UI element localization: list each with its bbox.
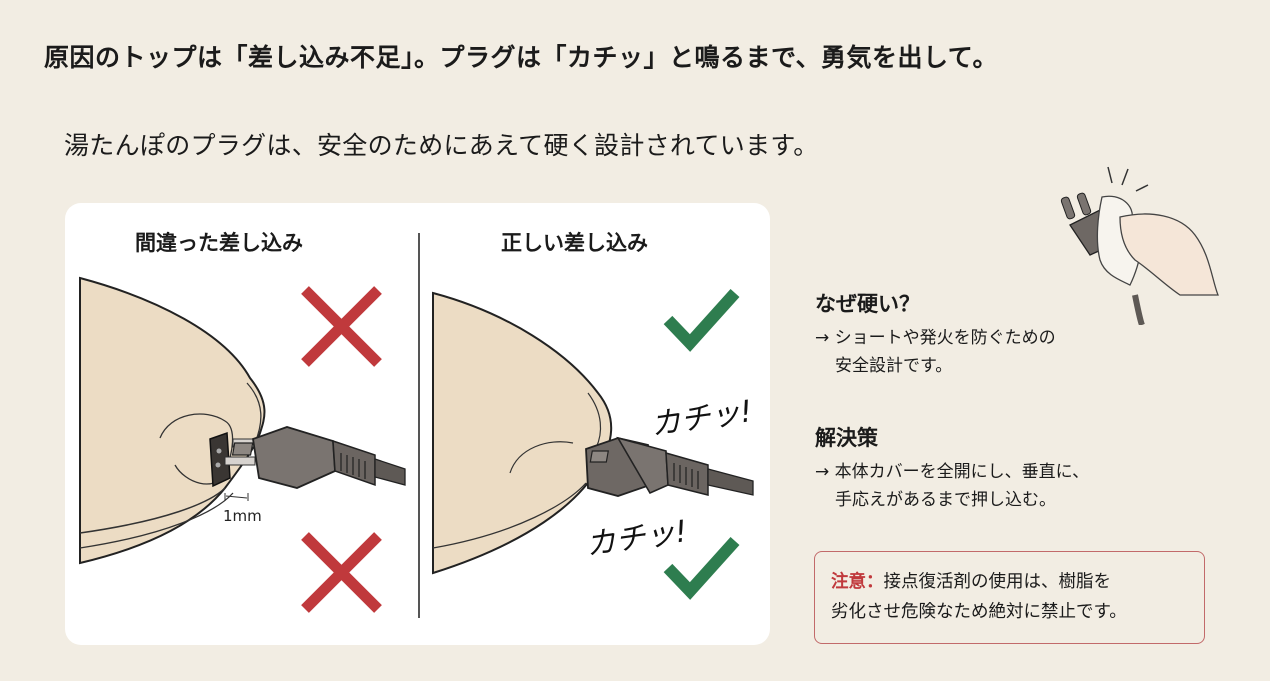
solution-line-2: 手応えがあるまで押し込む。 xyxy=(835,490,1056,510)
correct-insertion-illustration xyxy=(432,288,754,600)
check-icon xyxy=(663,536,740,600)
hand-wiping-plug-illustration xyxy=(1060,166,1219,325)
check-icon xyxy=(663,288,740,352)
caution-line-2: 劣化させ危険なため絶対に禁止です。 xyxy=(831,602,1127,622)
wrong-insertion-illustration xyxy=(79,276,406,613)
cross-icon xyxy=(301,532,382,613)
why-line-1: → ショートや発火を防ぐための xyxy=(815,328,1056,348)
caution-label: 注意： xyxy=(831,572,884,592)
cross-icon xyxy=(301,286,382,367)
solution-section: 解決策 → 本体カバーを全開にし、垂直に、 手応えがあるまで押し込む。 xyxy=(815,422,1089,514)
gap-label: 1mm xyxy=(223,507,262,525)
headline: 原因のトップは「差し込み不足」。プラグは「カチッ」と鳴るまで、勇気を出して。 xyxy=(44,43,999,72)
solution-line-1: → 本体カバーを全開にし、垂直に、 xyxy=(815,462,1090,482)
solution-heading: 解決策 xyxy=(815,426,878,450)
correct-insertion-title: 正しい差し込み xyxy=(501,231,648,255)
comparison-card: 間違った差し込み 正しい差し込み xyxy=(65,203,770,645)
panel-divider xyxy=(418,233,420,618)
caution-line-1: 接点復活剤の使用は、樹脂を xyxy=(883,572,1112,592)
why-section: なぜ硬い？ → ショートや発火を防ぐための 安全設計です。 xyxy=(815,288,1056,380)
subheadline: 湯たんぽのプラグは、安全のためにあえて硬く設計されています。 xyxy=(64,131,819,160)
caution-box: 注意：接点復活剤の使用は、樹脂を 劣化させ危険なため絶対に禁止です。 xyxy=(814,551,1205,644)
wrong-insertion-title: 間違った差し込み xyxy=(135,231,303,255)
why-line-2: 安全設計です。 xyxy=(835,356,953,376)
why-heading: なぜ硬い？ xyxy=(815,292,920,316)
